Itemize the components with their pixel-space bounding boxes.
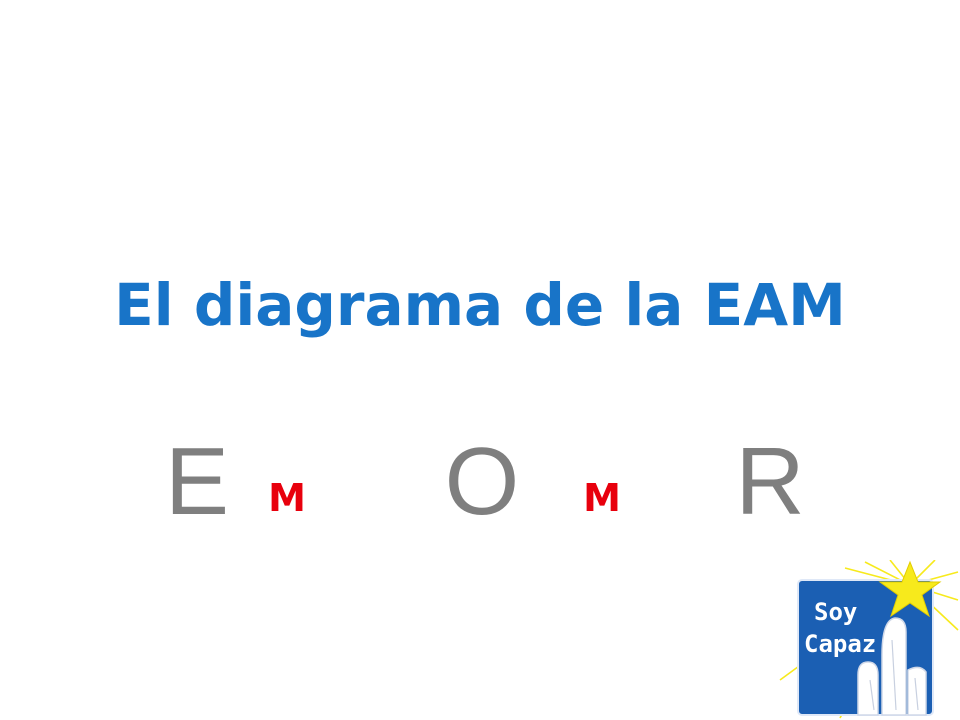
star-icon xyxy=(878,560,942,618)
letter-e: E xyxy=(164,428,230,535)
letter-o: O xyxy=(444,428,520,535)
soy-capaz-logo: Soy Capaz xyxy=(770,560,960,720)
raised-finger-icon xyxy=(857,617,927,716)
red-m-mark-1: M xyxy=(268,476,306,520)
logo-text-line2: Capaz xyxy=(804,630,876,658)
letter-r: R xyxy=(735,428,805,535)
logo-text-line1: Soy xyxy=(814,598,857,626)
slide-title: El diagrama de la EAM xyxy=(114,271,846,339)
red-m-mark-2: M xyxy=(583,476,621,520)
